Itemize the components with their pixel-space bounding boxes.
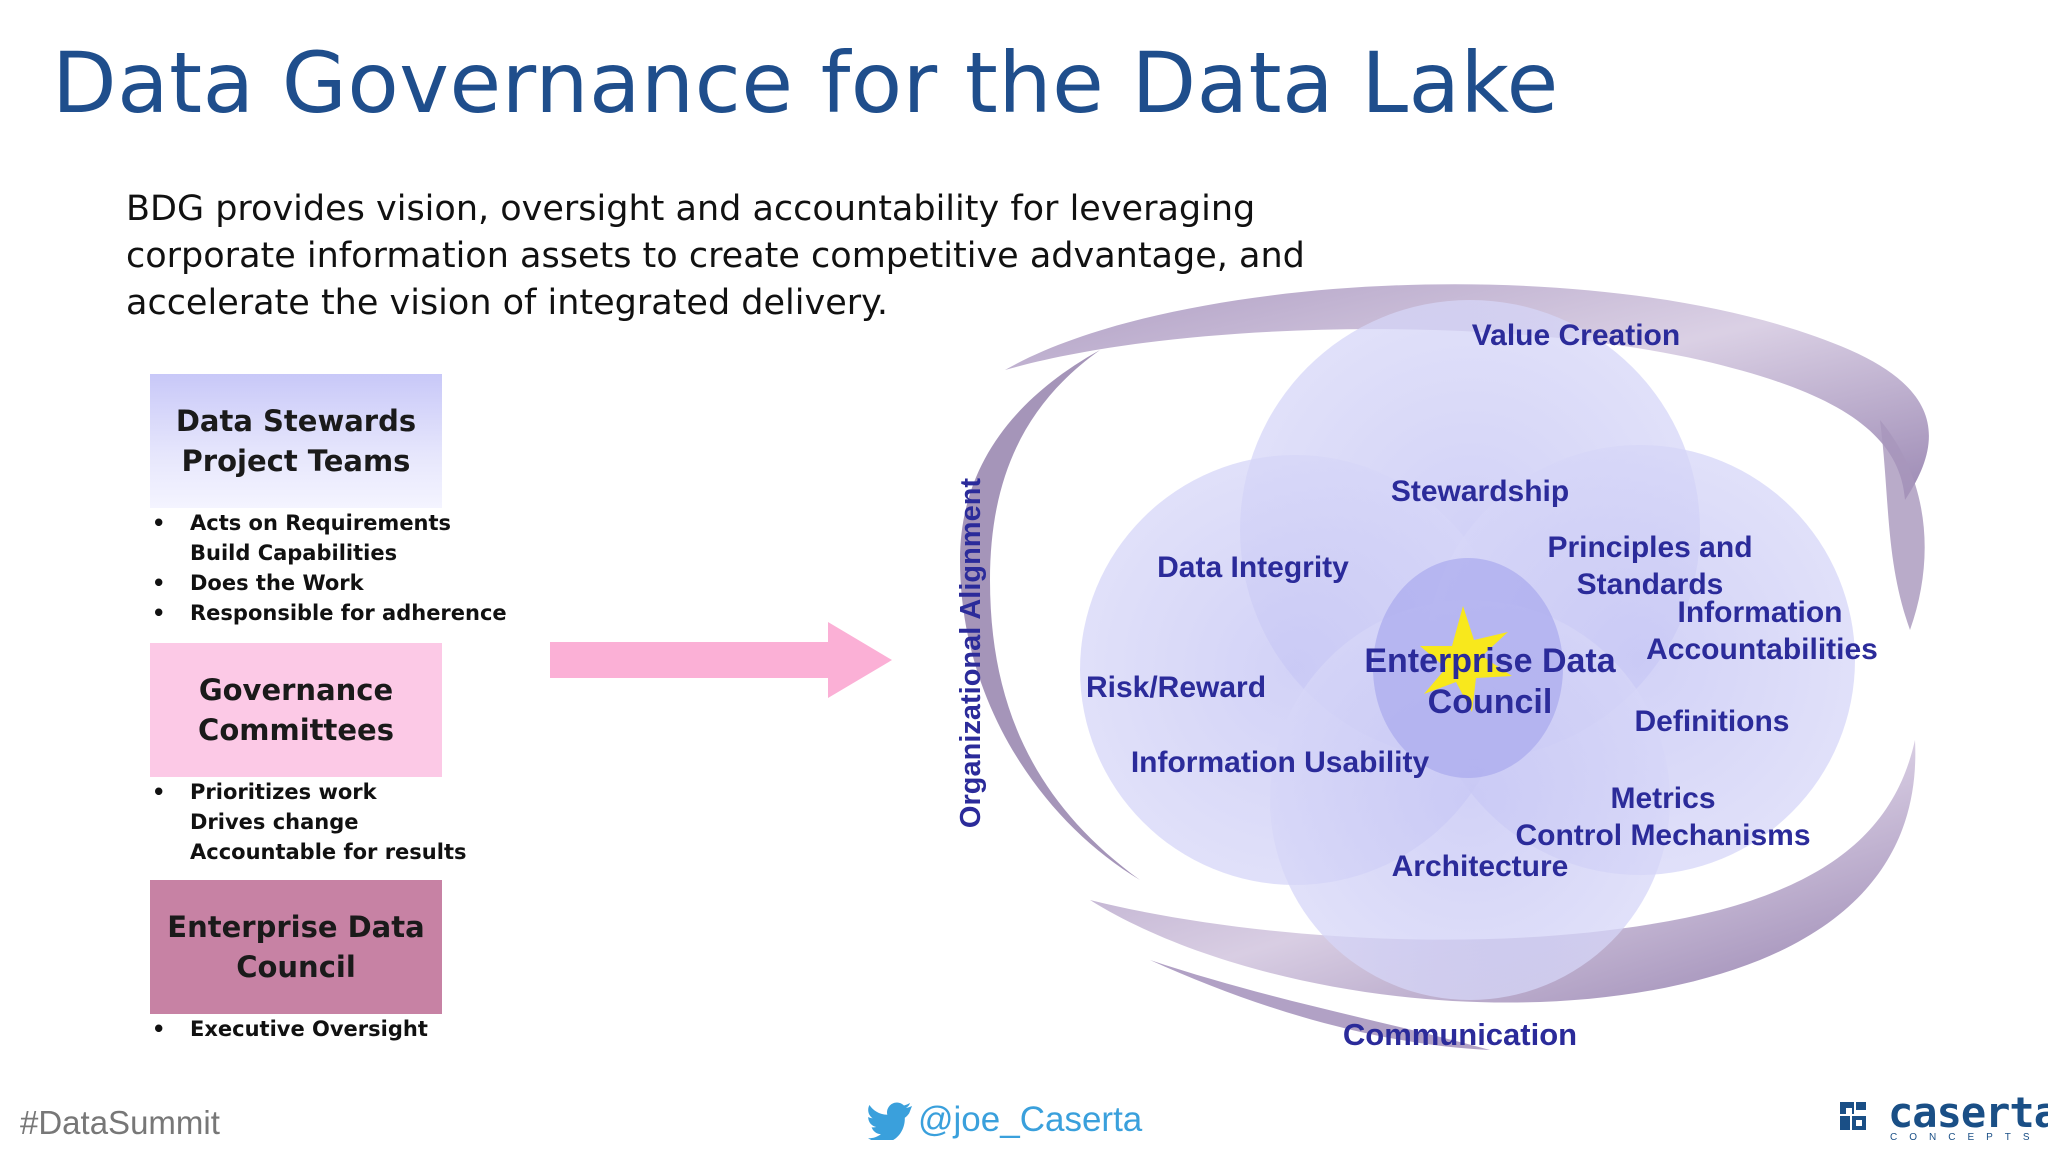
twitter-credit: @joe_Caserta: [868, 1100, 1142, 1140]
caserta-mark-icon: [1840, 1102, 1866, 1130]
label-metrics: Metrics: [1610, 782, 1715, 815]
enterprise-data-council-box: Enterprise Data Council: [150, 880, 442, 1014]
intro-text: BDG provides vision, oversight and accou…: [126, 189, 1305, 323]
list-item: Build Capabilities: [190, 541, 398, 565]
enterprise-data-council-list: Executive Oversight: [150, 1014, 428, 1044]
label-principles-line2: Standards: [1577, 568, 1724, 601]
label-data-integrity: Data Integrity: [1157, 551, 1349, 584]
label-principles-line1: Principles and: [1547, 531, 1752, 564]
caserta-logo: caserta CONCEPTS: [1838, 1088, 2048, 1144]
list-item: Responsible for adherence: [150, 598, 507, 628]
ring-arc-bottom: [1090, 740, 1916, 1003]
ring-arc-right: [1880, 420, 1925, 630]
label-control-mechanisms: Control Mechanisms: [1515, 819, 1810, 852]
list-item: Acts on Requirements: [150, 508, 507, 538]
list-item: Prioritizes work: [150, 777, 467, 807]
label-architecture: Architecture: [1392, 850, 1569, 883]
ring-arc-top: [1005, 284, 1929, 500]
logo-word: caserta: [1888, 1088, 2048, 1137]
label-information-line1: Information: [1678, 596, 1843, 629]
label-center-line2: Council: [1428, 683, 1553, 721]
hashtag: #DataSummit: [20, 1104, 220, 1141]
data-stewards-list: Acts on Requirements Build Capabilities …: [150, 508, 507, 628]
label-organizational-alignment: Organizational Alignment: [955, 478, 987, 829]
data-stewards-box: Data Stewards Project Teams: [150, 374, 442, 508]
label-value-creation: Value Creation: [1472, 319, 1680, 352]
petal-bottom: [1270, 600, 1670, 1000]
list-item: Accountable for results: [190, 840, 467, 864]
twitter-handle: @joe_Caserta: [918, 1100, 1143, 1139]
governance-committees-list: Prioritizes work Drives change Accountab…: [150, 777, 467, 867]
label-risk-reward: Risk/Reward: [1086, 671, 1266, 704]
label-communication: Communication: [1343, 1017, 1577, 1052]
star-icon: [1420, 606, 1512, 712]
twitter-bird-icon: [868, 1102, 912, 1140]
governance-committees-label: Governance Committees: [198, 673, 394, 747]
label-center-line1: Enterprise Data: [1364, 642, 1616, 680]
governance-committees-box: Governance Committees: [150, 643, 442, 777]
label-stewardship: Stewardship: [1391, 475, 1569, 508]
page-title: Data Governance for the Data Lake: [52, 34, 1559, 132]
enterprise-data-council-label: Enterprise Data Council: [167, 910, 425, 984]
label-definitions: Definitions: [1635, 705, 1790, 738]
logo-subtitle: CONCEPTS: [1890, 1132, 2042, 1143]
label-information-line2: Accountabilities: [1646, 633, 1878, 666]
data-stewards-label: Data Stewards Project Teams: [175, 404, 417, 478]
list-item: Does the Work: [150, 568, 507, 598]
list-item: Drives change: [190, 810, 359, 834]
list-item: Executive Oversight: [150, 1014, 428, 1044]
label-information-usability: Information Usability: [1131, 746, 1430, 779]
right-arrow-icon: [550, 622, 892, 698]
